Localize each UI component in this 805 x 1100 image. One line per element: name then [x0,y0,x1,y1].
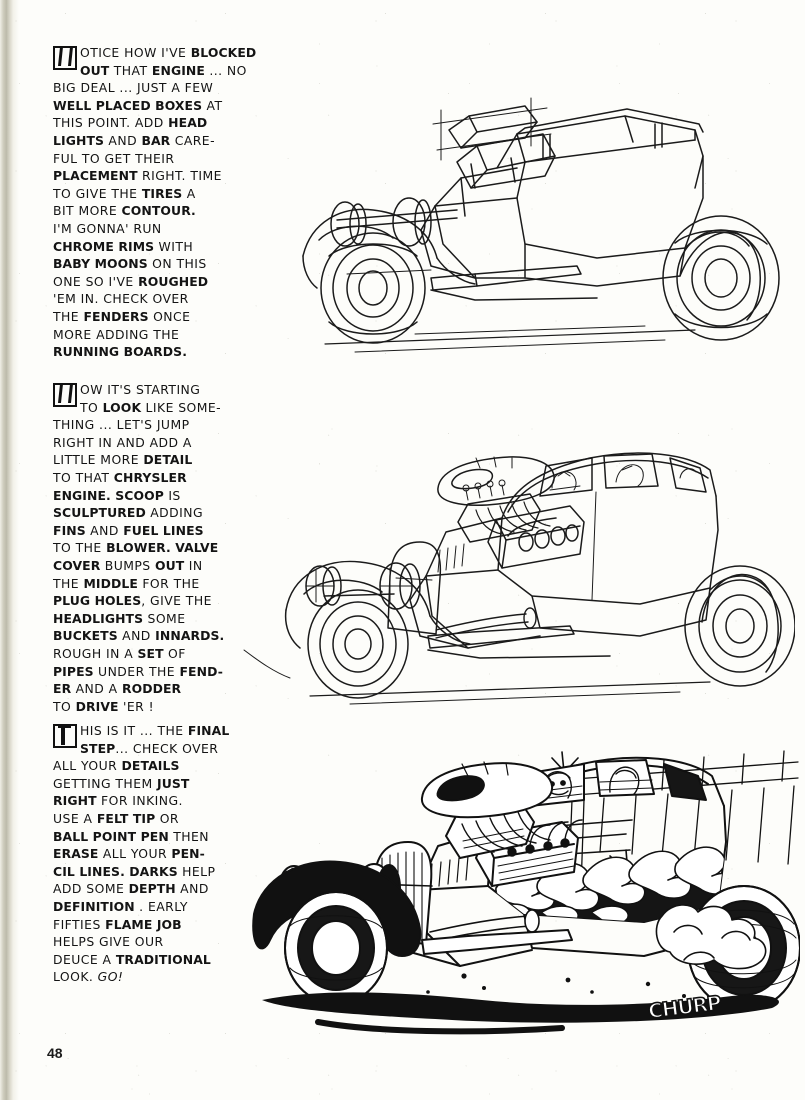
scan-gutter-falloff [13,0,19,1100]
dropcap-letter-n [53,46,77,70]
dropcap-letter-n [53,383,77,407]
scan-gutter-shadow [0,0,14,1100]
page-number: 48 [47,1045,63,1061]
illustration-step-2 [240,400,795,710]
illustration-step-3 [232,700,800,1040]
dropcap-letter-t [53,724,77,748]
illustration-step-1 [225,38,790,358]
